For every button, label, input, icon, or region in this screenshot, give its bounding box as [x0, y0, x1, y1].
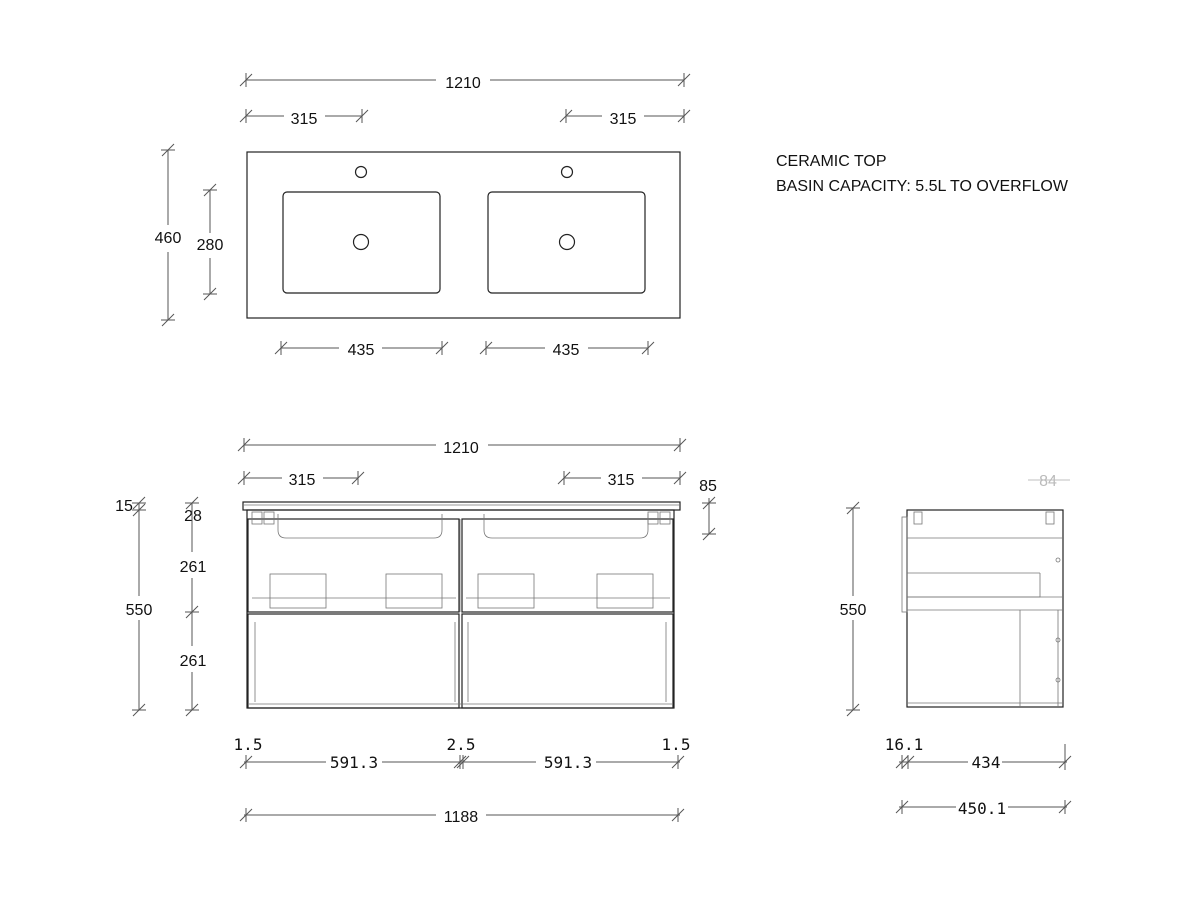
label-plan-hole-offset-right: 315 — [610, 111, 637, 128]
dim-front-overall-width: 1210 — [237, 437, 687, 457]
dim-plan-hole-offset-left: 315 — [239, 108, 369, 128]
label-front-side-gap-left: 1.5 — [234, 735, 263, 754]
label-side-top-depth: 84 — [1039, 473, 1057, 490]
dim-front-top-thickness: 85 — [699, 478, 717, 541]
waste-left — [352, 233, 370, 251]
upper-drawer-left — [247, 518, 460, 613]
label-front-side-gap-right: 1.5 — [662, 735, 691, 754]
label-front-drawer-width-right: 591.3 — [544, 753, 592, 772]
dim-side-height: 550 — [840, 501, 867, 717]
label-side-height: 550 — [840, 602, 867, 619]
label-plan-basin-depth: 280 — [197, 237, 224, 254]
label-front-drawer-top-gap: 28 — [184, 508, 202, 525]
front-view: 1210 315 315 85 15 550 28 — [115, 437, 717, 826]
label-side-body-depth: 434 — [972, 753, 1001, 772]
dim-side-top-depth: 84 — [1028, 473, 1070, 490]
front-ceramic-top — [242, 501, 681, 511]
basin-hidden-right — [483, 514, 649, 539]
basin-left — [282, 191, 441, 294]
label-plan-hole-offset-left: 315 — [291, 111, 318, 128]
label-front-upper-drawer-height: 261 — [180, 559, 207, 576]
label-front-drawer-width-left: 591.3 — [330, 753, 378, 772]
dim-front-hole-offset-left: 315 — [237, 470, 365, 489]
label-front-hole-offset-left: 315 — [289, 472, 316, 489]
dim-plan-overall-width: 1210 — [239, 72, 691, 92]
label-plan-depth: 460 — [155, 230, 182, 247]
ceramic-top-outline — [246, 151, 681, 319]
dim-plan-basin-width-left: 435 — [274, 340, 449, 359]
dim-plan-basin-depth: 280 — [197, 183, 224, 301]
dim-plan-basin-width-right: 435 — [479, 340, 655, 359]
side-cabinet-body — [906, 509, 1064, 708]
dim-side-body-depth: 434 — [895, 744, 1072, 772]
label-plan-overall-width: 1210 — [445, 75, 481, 92]
label-front-hole-offset-right: 315 — [608, 472, 635, 489]
label-side-front-thickness: 16.1 — [885, 735, 924, 754]
note-basin-capacity: BASIN CAPACITY: 5.5L TO OVERFLOW — [776, 178, 1069, 195]
dim-front-drawer-widths: 591.3 591.3 — [239, 753, 685, 772]
lower-drawer-left — [247, 613, 460, 709]
trap-right-b — [596, 573, 654, 609]
trap-left-b — [385, 573, 443, 609]
notes-block: CERAMIC TOP BASIN CAPACITY: 5.5L TO OVER… — [776, 153, 1069, 195]
label-front-overall-width: 1210 — [443, 440, 479, 457]
side-drawer-front-upper — [901, 516, 908, 613]
label-front-lower-drawer-height: 261 — [180, 653, 207, 670]
dim-front-hole-offset-right: 315 — [557, 470, 687, 489]
lower-drawer-right — [461, 613, 674, 709]
dim-front-cabinet-width: 1188 — [239, 807, 685, 826]
basin-right — [487, 191, 646, 294]
tap-hole-left — [354, 165, 368, 179]
basin-hidden-left — [277, 514, 443, 539]
upper-drawer-right — [461, 518, 674, 613]
dim-front-overall-height: 15 550 — [115, 496, 153, 717]
note-material: CERAMIC TOP — [776, 153, 887, 170]
tap-hole-right — [560, 165, 574, 179]
front-cabinet-body — [246, 509, 675, 709]
label-front-cabinet-width: 1188 — [444, 809, 479, 826]
label-front-overall-height: 550 — [126, 602, 153, 619]
dim-plan-hole-offset-right: 315 — [559, 108, 691, 128]
label-front-center-gap: 2.5 — [447, 735, 476, 754]
dim-side-overall-depth: 450.1 — [895, 799, 1072, 818]
label-plan-basin-width-right: 435 — [553, 342, 580, 359]
dim-front-drawer-heights: 28 261 261 — [180, 496, 207, 717]
label-plan-basin-width-left: 435 — [348, 342, 375, 359]
plan-view: 1210 315 315 460 280 — [155, 72, 691, 359]
trap-left-a — [269, 573, 327, 609]
dim-plan-depth: 460 — [155, 143, 182, 327]
side-view: 84 550 16.1 434 — [840, 473, 1072, 818]
label-side-overall-depth: 450.1 — [958, 799, 1006, 818]
label-front-top-gap: 15 — [115, 498, 133, 515]
waste-right — [558, 233, 576, 251]
trap-right-a — [477, 573, 535, 609]
label-front-top-thickness: 85 — [699, 478, 717, 495]
